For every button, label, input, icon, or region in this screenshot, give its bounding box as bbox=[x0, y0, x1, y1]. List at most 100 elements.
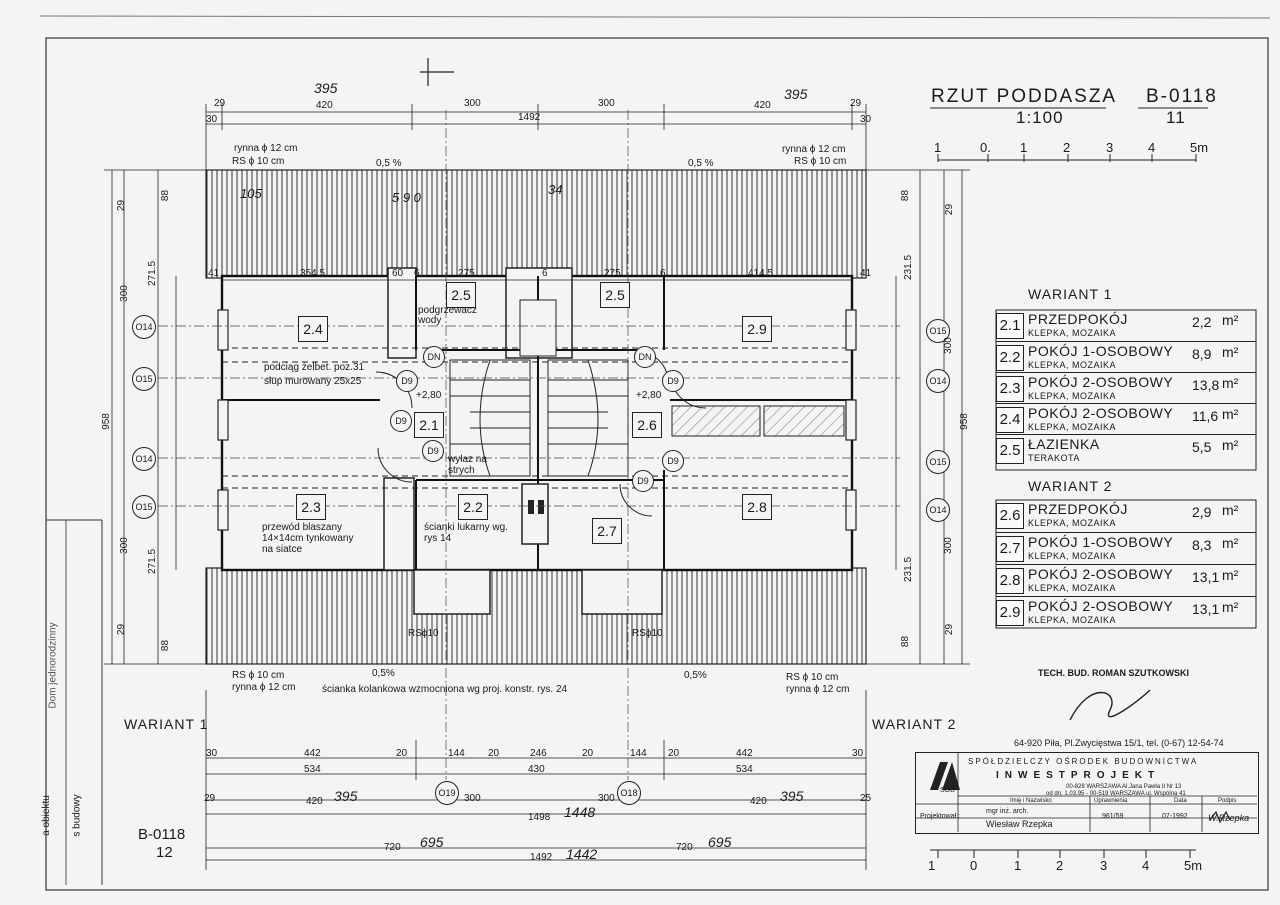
legend-row: 2.6 PRZEDPOKÓJ KLEPKA, MOZAIKA 2,9 m² bbox=[996, 500, 1256, 531]
room-area: 8,9 bbox=[1192, 346, 1212, 362]
dim-label: 300 bbox=[118, 537, 130, 554]
room-finish: KLEPKA, MOZAIKA bbox=[1028, 615, 1117, 625]
date-value: 07-1992 bbox=[1162, 813, 1188, 820]
downpipe-note: RSϕ10 bbox=[408, 628, 439, 639]
dim-label: 41 bbox=[208, 268, 220, 279]
dim-label: 300 bbox=[598, 793, 615, 804]
room-number: 2.3 bbox=[996, 376, 1024, 402]
room-area-unit: m² bbox=[1222, 375, 1239, 391]
dim-label: 6 bbox=[542, 268, 548, 279]
door-tag: D9 bbox=[662, 370, 684, 392]
col-header: Podpis bbox=[1218, 798, 1237, 804]
plan-room-label: 2.5 bbox=[446, 282, 476, 308]
scale-tick-label: 3 bbox=[1106, 140, 1114, 155]
dim-label: 144 bbox=[630, 748, 647, 759]
room-area-unit: m² bbox=[1222, 344, 1239, 360]
room-area: 13,1 bbox=[1192, 601, 1220, 617]
level-mark: +2,80 bbox=[416, 390, 442, 401]
axis-marker: O18 bbox=[617, 781, 641, 805]
legend-wariant1-title: WARIANT 1 bbox=[1028, 286, 1113, 302]
dim-total: 1492 bbox=[518, 112, 541, 123]
axis-marker: O14 bbox=[926, 498, 950, 522]
drawing-title: RZUT PODDASZA bbox=[931, 86, 1118, 107]
room-area: 5,5 bbox=[1192, 439, 1212, 455]
axis-marker: O15 bbox=[132, 495, 156, 519]
room-area-unit: m² bbox=[1222, 312, 1239, 328]
scale-tick-label: 0. bbox=[980, 140, 991, 155]
gutter-note: RS ϕ 10 cm bbox=[232, 670, 285, 681]
dim-label: 300 bbox=[598, 98, 615, 109]
scale-tick-label: 1 bbox=[1014, 858, 1022, 873]
dim-label: 88 bbox=[900, 189, 912, 202]
room-area-unit: m² bbox=[1222, 502, 1239, 518]
room-name: POKÓJ 1-OSOBOWY bbox=[1028, 343, 1174, 359]
dim-label: 720 bbox=[676, 842, 693, 853]
knee-wall-note: ścianka kolankowa wzmocniona wg proj. ko… bbox=[322, 684, 568, 695]
dim-label: 30 bbox=[860, 114, 872, 125]
gutter-note: RS ϕ 10 cm bbox=[794, 156, 847, 167]
hand-dim: 395 bbox=[780, 788, 804, 804]
scale-tick-label: 0 bbox=[970, 858, 978, 873]
dim-label: 88 bbox=[160, 639, 172, 652]
bottom-sheet-number: 12 bbox=[156, 844, 173, 861]
org-brand: INWESTPROJEKT bbox=[996, 770, 1161, 781]
variant-label-right: WARIANT 2 bbox=[872, 716, 957, 732]
hand-dim: 395 bbox=[314, 80, 338, 96]
flue-note: przewód blaszany 14×14cm tynkowany na si… bbox=[262, 522, 354, 555]
hand-dim: 695 bbox=[420, 834, 444, 850]
dim-label: 1492 bbox=[530, 852, 553, 863]
plan-room-label: 2.9 bbox=[742, 316, 772, 342]
hand-dim: 34 bbox=[548, 182, 563, 197]
legend-row: 2.1 PRZEDPOKÓJ KLEPKA, MOZAIKA 2,2 m² bbox=[996, 310, 1256, 341]
dim-label: 720 bbox=[384, 842, 401, 853]
dn-marker: DN bbox=[423, 346, 445, 368]
dim-label: 30 bbox=[206, 748, 218, 759]
dim-label: 20 bbox=[582, 748, 594, 759]
dim-label: 300 bbox=[464, 793, 481, 804]
axis-marker: O14 bbox=[132, 315, 156, 339]
gutter-note: RS ϕ 10 cm bbox=[232, 156, 285, 167]
room-area-unit: m² bbox=[1222, 599, 1239, 615]
room-finish: KLEPKA, MOZAIKA bbox=[1028, 360, 1117, 370]
dim-label: 41 bbox=[860, 268, 872, 279]
designer-title: mgr inż. arch. bbox=[986, 808, 1029, 815]
room-area: 2,9 bbox=[1192, 504, 1212, 520]
plan-room-label: 2.1 bbox=[414, 412, 444, 438]
dim-label: 271.5 bbox=[147, 260, 159, 287]
variant-label-left: WARIANT 1 bbox=[124, 716, 209, 732]
room-number: 2.5 bbox=[996, 438, 1024, 464]
room-area-unit: m² bbox=[1222, 567, 1239, 583]
gutter-note: rynna ϕ 12 cm bbox=[782, 144, 846, 155]
org-address: od dn. 1.03.95 - 00-519 WARSZAWA ul. Wsp… bbox=[1046, 791, 1186, 797]
slope-note: 0,5% bbox=[372, 668, 395, 679]
axis-marker: O15 bbox=[926, 450, 950, 474]
room-finish: KLEPKA, MOZAIKA bbox=[1028, 583, 1117, 593]
hand-dim: 695 bbox=[708, 834, 732, 850]
room-area-unit: m² bbox=[1222, 437, 1239, 453]
axis-marker: O14 bbox=[132, 447, 156, 471]
room-name: POKÓJ 1-OSOBOWY bbox=[1028, 534, 1174, 550]
beam-note: podciąg żelbet. poz.31 bbox=[264, 362, 365, 373]
scale-tick-label: 2 bbox=[1056, 858, 1064, 873]
room-area: 13,1 bbox=[1192, 569, 1220, 585]
dim-label: 300 bbox=[464, 98, 481, 109]
legend-row: 2.8 POKÓJ 2-OSOBOWY KLEPKA, MOZAIKA 13,1… bbox=[996, 564, 1256, 596]
plan-room-label: 2.5 bbox=[600, 282, 630, 308]
partition-note: ścianki lukarny wg. rys 14 bbox=[424, 522, 508, 544]
gutter-note: rynna ϕ 12 cm bbox=[786, 684, 850, 695]
room-number: 2.1 bbox=[996, 313, 1024, 339]
dim-label: 300 bbox=[942, 537, 954, 554]
dim-label: 29 bbox=[204, 793, 216, 804]
hand-dim: 395 bbox=[334, 788, 358, 804]
technician-name: TECH. BUD. ROMAN SZUTKOWSKI bbox=[1038, 668, 1189, 678]
scale-tick-label: 1 bbox=[1020, 140, 1028, 155]
axis-marker: O15 bbox=[132, 367, 156, 391]
dim-label: 420 bbox=[306, 796, 323, 807]
door-tag: D9 bbox=[422, 440, 444, 462]
legend-row: 2.9 POKÓJ 2-OSOBOWY KLEPKA, MOZAIKA 13,1… bbox=[996, 596, 1256, 628]
room-number: 2.6 bbox=[996, 503, 1024, 529]
room-number: 2.7 bbox=[996, 536, 1024, 562]
hand-dim: 1448 bbox=[564, 804, 596, 820]
room-finish: KLEPKA, MOZAIKA bbox=[1028, 518, 1117, 528]
